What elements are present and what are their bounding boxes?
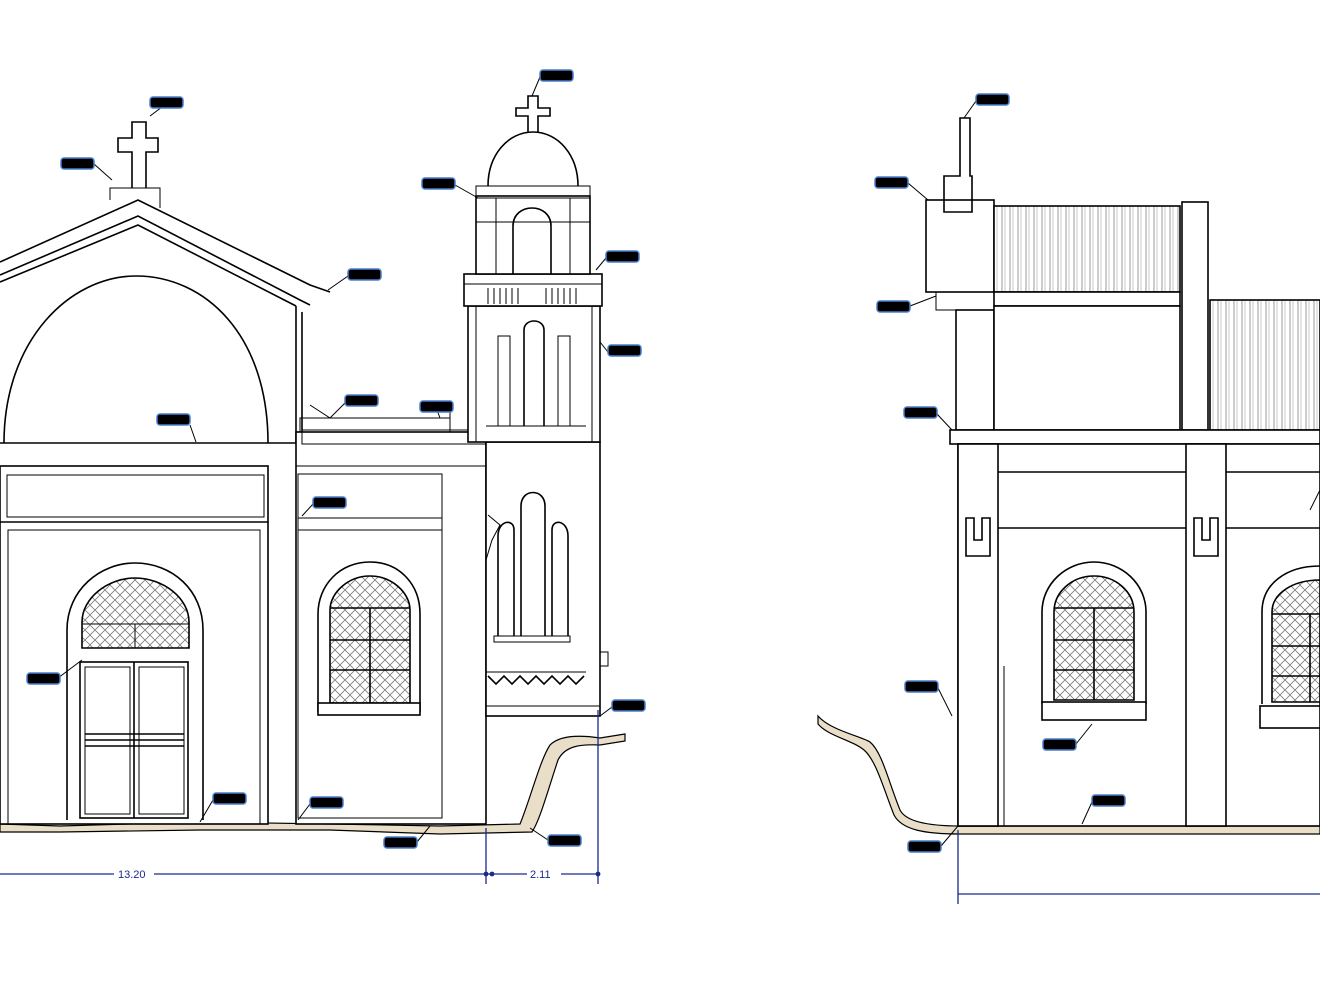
callout-tag (876, 300, 911, 313)
callout-tag (1091, 794, 1126, 807)
callout-tag (156, 413, 191, 426)
callout-tag (149, 96, 184, 109)
callout-tag (419, 400, 454, 413)
callout-tag (607, 344, 642, 357)
side-window-2-sill (1259, 705, 1320, 729)
callout-tag (26, 672, 61, 685)
callout-tag (605, 250, 640, 263)
middle-window-sill (317, 702, 421, 716)
callout-tag (1042, 738, 1077, 751)
callout-tag (907, 840, 942, 853)
side-roof-low (1209, 299, 1320, 431)
left-inner-panel (7, 529, 261, 825)
dome-cross (515, 95, 551, 132)
pier-bracket-left (965, 517, 991, 557)
side-window-2-arch (1261, 565, 1320, 704)
callout-tag (309, 796, 344, 809)
callout-tag (975, 93, 1010, 106)
dimension-label-tower: 2.11 (530, 869, 551, 881)
callout-tag (539, 69, 574, 82)
cross-base-left (109, 187, 161, 208)
front-dimension-line: 13.20 2.11 (0, 710, 601, 884)
tower-zigzag-band (487, 674, 585, 686)
left-frieze-panel (6, 474, 265, 518)
callout-tag (874, 176, 909, 189)
dimension-label-front: 13.20 (118, 869, 146, 881)
callout-tags (26, 69, 1126, 853)
middle-panel (297, 473, 443, 819)
side-window-1-sill (1041, 701, 1147, 721)
callout-tag (344, 394, 379, 407)
callout-tag (347, 268, 382, 281)
side-mid-pier-upper (1181, 201, 1209, 431)
side-roof-high (993, 205, 1181, 293)
middle-window-arch (317, 561, 421, 712)
callout-tag (611, 699, 646, 712)
tower-gothic-window (497, 491, 569, 636)
side-elevation (817, 117, 1320, 904)
side-lower-wall (957, 443, 1320, 827)
front-arch (3, 275, 269, 444)
side-tower-top (925, 199, 995, 293)
callout-tag (383, 836, 418, 849)
gable-roof (0, 199, 331, 307)
tower-dome (487, 131, 579, 187)
lantern-opening (512, 207, 552, 274)
side-window-1-arch (1041, 561, 1147, 704)
bell-tower (463, 95, 609, 717)
tower-belfry (467, 305, 601, 443)
pier-bracket-mid (1193, 517, 1219, 557)
side-window-2-glass (1271, 579, 1320, 703)
front-elevation: 13.20 2.11 (0, 95, 626, 884)
gable-cross (117, 121, 159, 188)
callout-tag (60, 157, 95, 170)
side-pier-upper (955, 309, 995, 431)
callout-tag (421, 177, 456, 190)
side-pier-left (957, 443, 999, 827)
callout-tag (547, 834, 582, 847)
callout-tag (904, 680, 939, 693)
tower-lower-shaft (485, 441, 601, 717)
side-spire (943, 117, 973, 213)
side-pier-mid (1185, 443, 1227, 827)
side-cornice (949, 429, 1320, 445)
tower-lantern (475, 195, 591, 275)
entrance-arch-outer (66, 562, 204, 820)
front-ground-line (0, 733, 626, 835)
side-clerestory (993, 305, 1181, 431)
callout-tag (903, 406, 938, 419)
side-ground-line (817, 714, 1320, 835)
side-dimension-line (957, 830, 1320, 904)
entrance-fanlight (81, 577, 190, 649)
tower-balustrade (463, 273, 603, 307)
balusters (487, 288, 577, 304)
callout-tag (212, 792, 247, 805)
callout-tag (312, 496, 347, 509)
